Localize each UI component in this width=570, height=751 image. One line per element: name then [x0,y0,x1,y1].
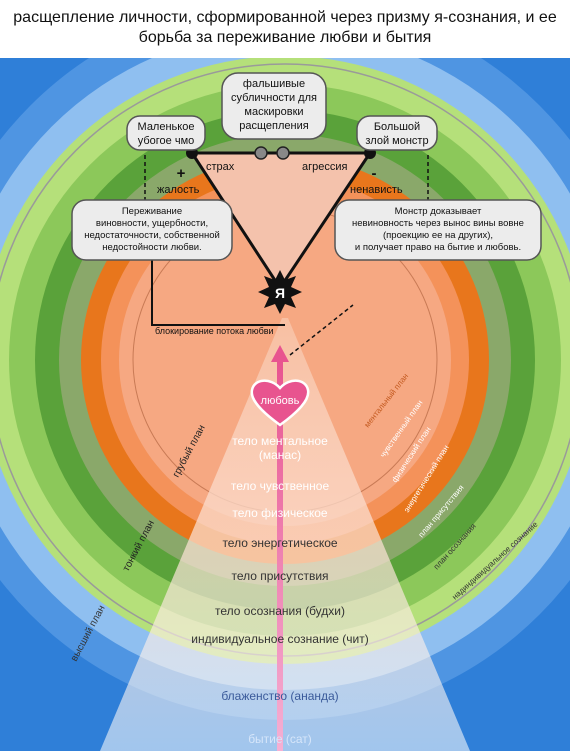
label-being: бытие (сат) [248,732,312,746]
left-box-line-3: недостаточности, собственной [84,230,220,241]
aggression-label: агрессия [302,161,348,173]
big-line-2: злой монстр [365,135,428,147]
plus-sign: + [177,165,186,182]
ego-star-icon [258,270,302,314]
right-box-line-2: невиновность через вынос вины вовне [352,218,524,229]
heart-icon [250,379,310,427]
false-sub-line-4: расщепления [239,120,308,132]
label-physical: тело физическое [232,506,328,520]
false-sub-line-2: субличности для [231,92,317,104]
hatred-label: ненависть [350,184,403,196]
false-sub-line-1: фальшивые [243,78,305,90]
label-presence: тело присутствия [231,569,328,583]
left-box-line-4: недостойности любви. [102,242,201,253]
false-subpersonalities-box [221,72,327,140]
right-box-line-1: Монстр доказывает [395,206,482,217]
subpersonality-2 [276,146,290,160]
small-persona-box [126,115,206,151]
left-box-line-2: виновности, ущербности, [96,218,208,229]
small-line-1: Маленькое [138,121,195,133]
love-flow-arrow [277,360,283,751]
blocking-line [151,260,285,326]
label-bliss: блаженство (ананда) [221,689,338,703]
small-line-2: убогое чмо [138,135,195,147]
big-persona-box [356,115,438,151]
love-label: любовь [261,395,300,407]
label-emotional: тело чувственное [231,479,330,493]
blocking-label: блокирование потока любви [155,326,274,336]
subpersonality-1 [254,146,268,160]
title-line-2: борьба за переживание любви и бытия [138,29,432,46]
label-individual: индивидуальное сознание (чит) [191,632,368,646]
fear-label: страх [206,161,235,173]
title-block: расщепление личности, сформированной чер… [0,0,570,58]
pity-label: жалость [157,184,200,196]
title-line-1: расщепление личности, сформированной чер… [13,9,557,26]
big-line-1: Большой [374,121,420,133]
right-description-box [334,199,542,261]
right-box-line-3: (проекцию ее на других), [383,230,493,241]
right-box-line-4: и получает право на бытие и любовь. [355,242,521,253]
label-energetic: тело энергетическое [222,536,337,550]
left-box-line-1: Переживание [122,206,182,217]
label-mental: тело ментальное [232,434,328,448]
love-arrow-head [271,345,289,362]
left-description-box [71,199,233,261]
ego-label: Я [275,285,285,301]
minus-sign: - [372,165,377,182]
label-manas: (манас) [259,448,301,462]
label-awareness: тело осознания (будхи) [215,604,345,618]
false-sub-line-3: маскировки [244,106,303,118]
light-beam [100,318,470,751]
